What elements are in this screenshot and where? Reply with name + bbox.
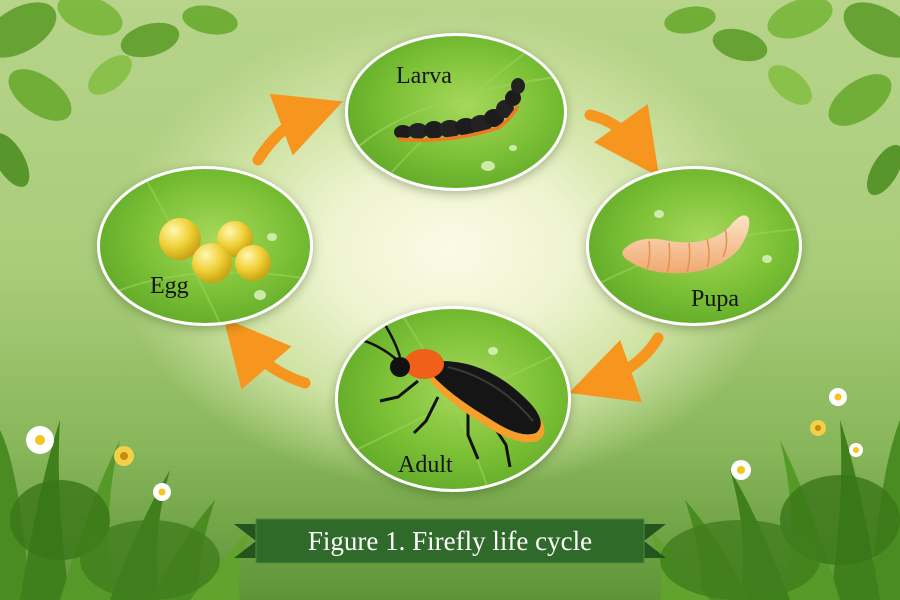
figure-caption: Figure 1. Firefly life cycle: [307, 526, 593, 556]
stage-label-pupa: Pupa: [691, 286, 739, 312]
stage-label-larva: Larva: [396, 63, 452, 89]
arrow-adult-to-egg: [223, 318, 311, 390]
pupa-illustration: [589, 210, 799, 290]
daisy-flowers: [26, 388, 863, 501]
grass-bottom-right: [650, 420, 900, 600]
leaves-top-left: [0, 0, 238, 187]
firefly-illustration: [338, 309, 568, 489]
stage-label-adult: Adult: [398, 452, 453, 478]
grass-bottom-left: [0, 420, 250, 600]
stage-larva: Larva: [345, 33, 567, 191]
arrow-egg-to-larva: [252, 93, 343, 166]
arrow-pupa-to-adult: [568, 332, 664, 403]
stage-label-egg: Egg: [150, 273, 189, 299]
ribbon-shape: [234, 518, 666, 564]
stage-adult: Adult: [335, 306, 571, 492]
stage-pupa: Pupa: [586, 166, 802, 326]
leaves-top-right: [664, 0, 900, 196]
eggs-illustration: [100, 169, 310, 323]
figure-caption-banner: Figure 1. Firefly life cycle: [234, 516, 666, 566]
larva-illustration: [348, 36, 564, 188]
stage-egg: Egg: [97, 166, 313, 326]
arrow-larva-to-pupa: [584, 103, 660, 177]
